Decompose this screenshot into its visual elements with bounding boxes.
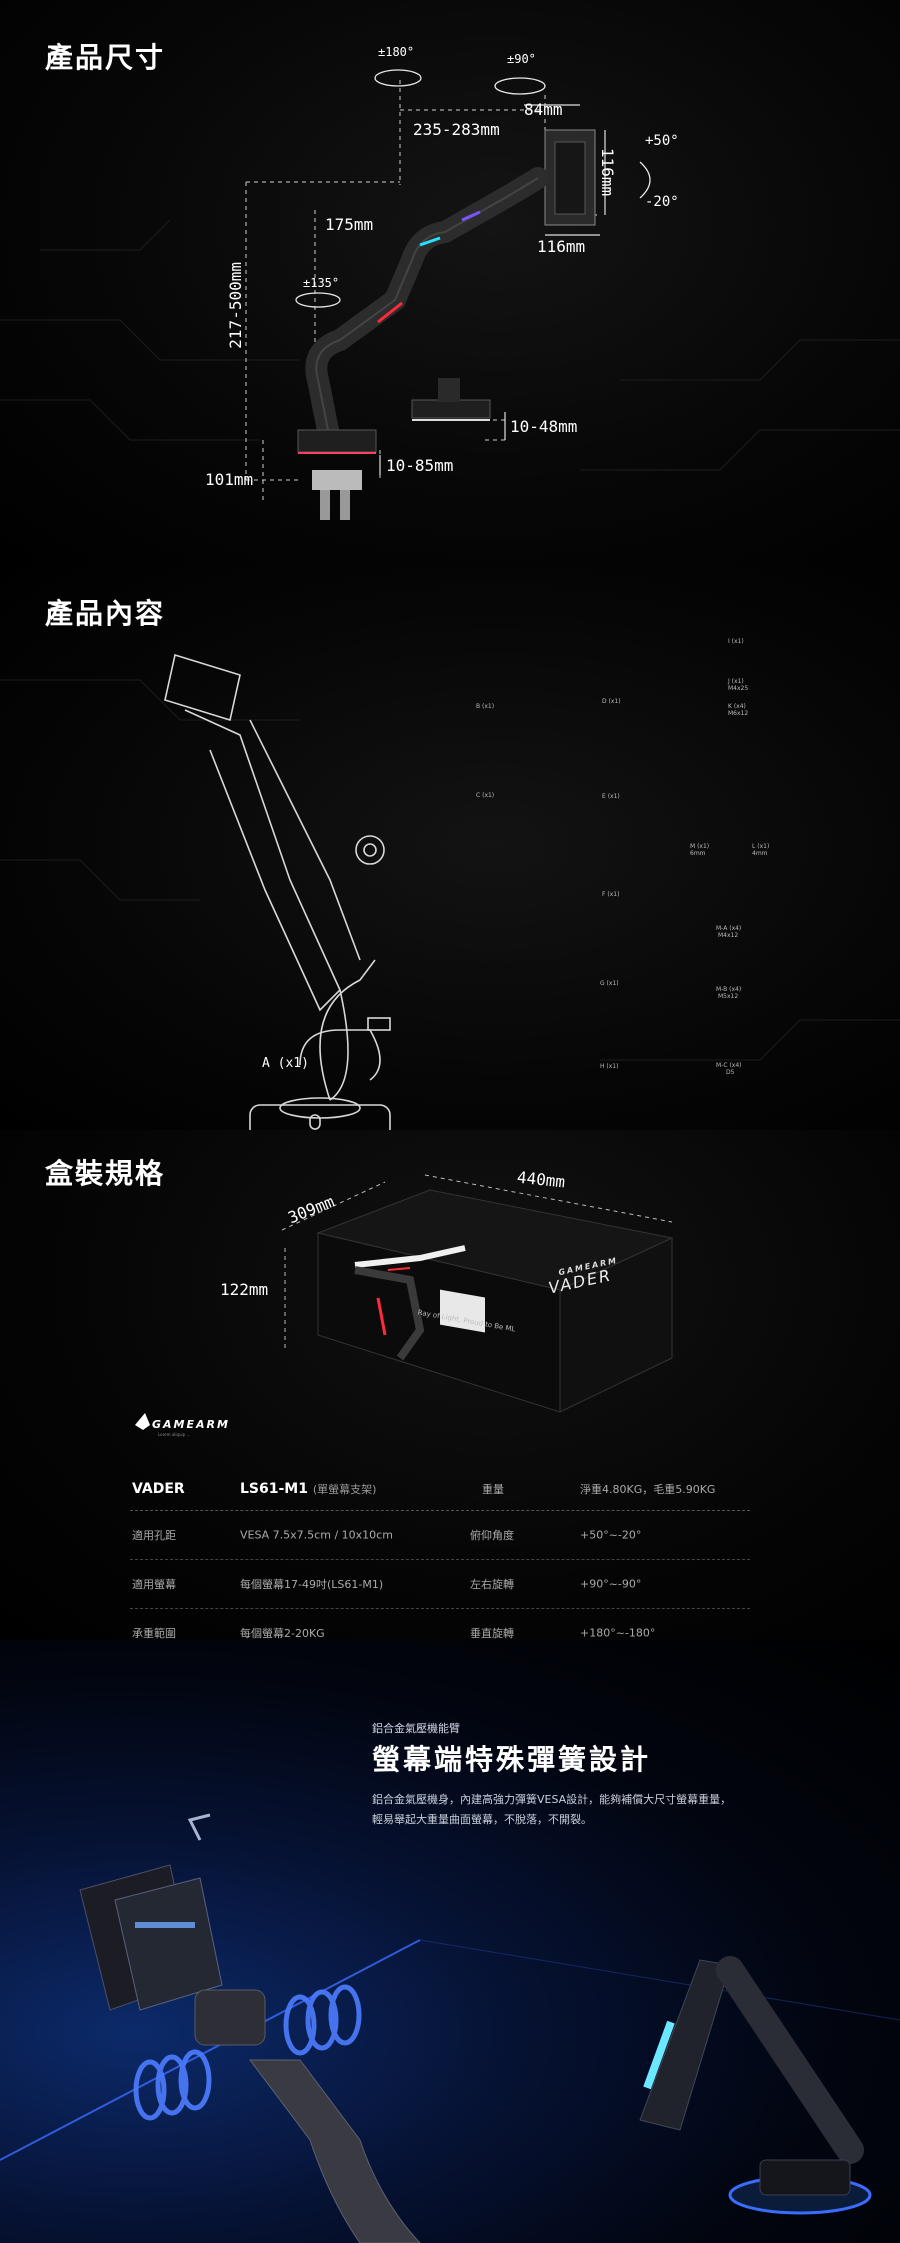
reach-235-283-label: 235-283mm (413, 120, 500, 139)
tilt-up-label: +50° (645, 133, 679, 149)
feature-description: 鋁合金氣壓機身，內建高強力彈簧VESA設計，能夠補償大尺寸螢幕重量， 輕易舉起大… (372, 1790, 812, 1830)
box-section: 盒裝規格 309mm 440mm 122mm GAMEARM VADER Ray… (0, 1130, 900, 1640)
dimensions-diagram (0, 69, 900, 520)
part-l-label: L (x1) (752, 843, 770, 850)
dimensions-section: 產品尺寸 ±180° ±90° 84mm 235-283mm 116mm +50… (0, 0, 900, 560)
part-j-size: M4x25 (728, 685, 749, 692)
part-k-size: M6x12 (728, 710, 749, 717)
spec-table: VADER LS61-M1 (單螢幕支架) 重量 淨重4.80KG，毛重5.90… (130, 1468, 750, 1657)
part-k-label: K (x4) (728, 703, 746, 710)
base-10-85-label: 10-85mm (386, 456, 454, 475)
spec-label-2: 俯仰角度 (470, 1529, 514, 1542)
spec-sku: LS61-M1 (單螢幕支架) (240, 1481, 376, 1497)
part-l-size: 4mm (752, 850, 768, 857)
part-c-label: C (x1) (476, 792, 495, 799)
spec-row: 承重範圍 每個螢幕2-20KG 垂直旋轉 +180°~-180° (130, 1609, 750, 1657)
part-h-label: H (x1) (600, 1063, 619, 1070)
arm-175-label: 175mm (325, 215, 374, 234)
box-diagram (135, 1174, 674, 1430)
part-b-label: B (x1) (476, 703, 495, 710)
contents-title: 產品內容 (45, 597, 166, 630)
spec-label-2: 垂直旋轉 (470, 1627, 514, 1640)
feature-desc-line-2: 輕易舉起大重量曲面螢幕，不脫落，不開裂。 (372, 1813, 592, 1826)
width-84-label: 84mm (524, 100, 563, 119)
part-mc-size: D5 (726, 1069, 735, 1076)
spec-row: 適用孔距 VESA 7.5x7.5cm / 10x10cm 俯仰角度 +50°~… (130, 1511, 750, 1560)
part-f-label: F (x1) (602, 891, 620, 898)
height-101-label: 101mm (205, 470, 254, 489)
part-m-size: 6mm (690, 850, 706, 857)
tilt-down-label: -20° (645, 194, 679, 210)
width-116-label: 116mm (537, 237, 586, 256)
spec-row: 適用螢幕 每個螢幕17-49吋(LS61-M1) 左右旋轉 +90°~-90° (130, 1560, 750, 1609)
rotation-135-label: ±135° (303, 276, 340, 290)
spec-model: VADER (132, 1481, 185, 1497)
spec-label-2: 左右旋轉 (470, 1578, 514, 1591)
height-217-500-label: 217-500mm (226, 262, 245, 349)
dimensions-title: 產品尺寸 (45, 41, 166, 74)
part-d-label: D (x1) (602, 698, 621, 705)
spec-label: 適用螢幕 (132, 1578, 176, 1591)
spec-label: 適用孔距 (132, 1529, 176, 1542)
gamearm-logo: GAMEARM (152, 1418, 230, 1431)
part-g-label: G (x1) (600, 980, 619, 987)
clamp-10-48-label: 10-48mm (510, 417, 578, 436)
rotation-90-label: ±90° (507, 52, 536, 66)
feature-section: 鋁合金氣壓機能臂 螢幕端特殊彈簧設計 鋁合金氣壓機身，內建高強力彈簧VESA設計… (0, 1640, 900, 2243)
part-j-label: J (x1) (728, 678, 744, 685)
contents-section: 產品內容 A (x1) B (x1) D (x1) I (x1) J (x1) … (0, 560, 900, 1130)
feature-illustration (0, 1813, 900, 2243)
part-mb-label: M-B (x4) (716, 986, 742, 993)
contents-diagram (0, 653, 900, 1130)
spec-weight-value: 淨重4.80KG，毛重5.90KG (580, 1483, 716, 1496)
part-ma-label: M-A (x4) (716, 925, 742, 932)
spec-sku-text: LS61-M1 (240, 1481, 308, 1497)
part-mb-size: M5x12 (718, 993, 739, 1000)
part-mc-label: M-C (x4) (716, 1062, 742, 1069)
part-m-label: M (x1) (690, 843, 710, 850)
spec-value: 每個螢幕17-49吋(LS61-M1) (240, 1578, 384, 1591)
box-height-label: 122mm (220, 1280, 269, 1299)
spec-value-2: +90°~-90° (580, 1577, 642, 1591)
spec-weight-label: 重量 (482, 1483, 504, 1496)
spec-value-2: +180°~-180° (580, 1626, 656, 1640)
spec-label: 承重範圍 (132, 1627, 176, 1640)
spec-sku-note: (單螢幕支架) (312, 1483, 377, 1496)
part-e-label: E (x1) (602, 793, 620, 800)
spec-value: VESA 7.5x7.5cm / 10x10cm (240, 1528, 393, 1542)
gamearm-tagline: Lorem aliquip ... (158, 1432, 191, 1437)
box-title: 盒裝規格 (45, 1157, 166, 1190)
part-ma-size: M4x12 (718, 932, 739, 939)
height-116-label: 116mm (598, 148, 617, 197)
feature-headline: 螢幕端特殊彈簧設計 (372, 1743, 652, 1776)
spec-value: 每個螢幕2-20KG (240, 1627, 325, 1640)
part-a-label: A (x1) (262, 1056, 309, 1071)
spec-header-row: VADER LS61-M1 (單螢幕支架) 重量 淨重4.80KG，毛重5.90… (130, 1468, 750, 1511)
part-i-label: I (x1) (728, 638, 744, 645)
feature-subtitle: 鋁合金氣壓機能臂 (372, 1722, 460, 1735)
rotation-180-label: ±180° (378, 45, 415, 59)
spec-value-2: +50°~-20° (580, 1528, 642, 1542)
feature-desc-line-1: 鋁合金氣壓機身，內建高強力彈簧VESA設計，能夠補償大尺寸螢幕重量， (372, 1793, 732, 1806)
